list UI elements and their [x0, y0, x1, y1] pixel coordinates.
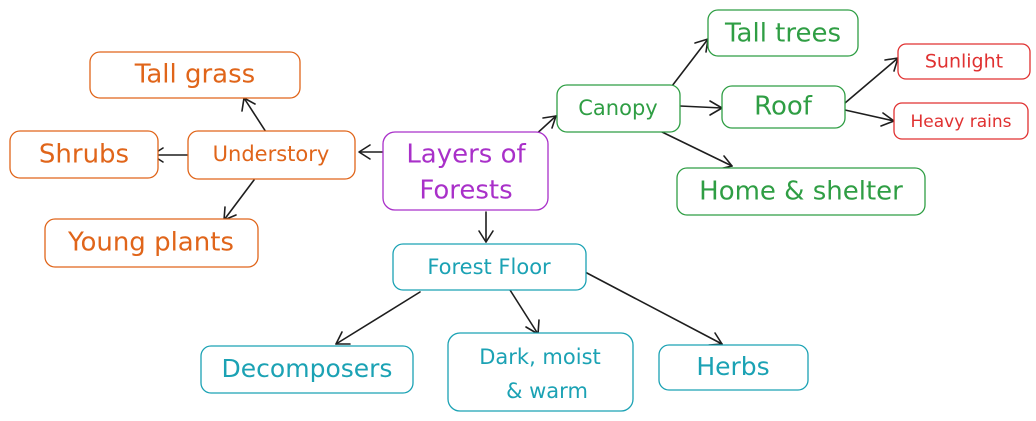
node-shrubs[interactable]: Shrubs — [9, 130, 159, 179]
node-dark-moist-warm[interactable]: Dark, moist & warm — [447, 332, 634, 412]
sunlight-label: Sunlight — [925, 51, 1003, 73]
arrowhead-canopy — [542, 115, 557, 129]
arrow-roof-to-heavy-rains — [844, 109, 895, 122]
node-canopy[interactable]: Canopy — [556, 84, 681, 133]
arrowhead-decomposers — [335, 331, 351, 345]
arrow-canopy-to-home-shelter — [661, 131, 733, 167]
node-understory[interactable]: Understory — [187, 130, 356, 180]
node-forest-floor[interactable]: Forest Floor — [392, 243, 587, 291]
arrowhead-forest-floor — [478, 230, 494, 243]
arrow-understory-to-tall-grass — [243, 97, 267, 133]
tall-grass-label: Tall grass — [134, 60, 255, 90]
heavy-rains-label: Heavy rains — [911, 112, 1012, 132]
arrowhead-understory — [358, 144, 371, 160]
node-tall-trees[interactable]: Tall trees — [707, 9, 859, 57]
forest-floor-label: Forest Floor — [427, 255, 551, 279]
root-title-line-1: Layers of — [406, 140, 526, 170]
node-heavy-rains[interactable]: Heavy rains — [893, 102, 1029, 140]
dark-moist-line-1: Dark, moist — [479, 345, 601, 369]
root-title-line-2: Forests — [419, 176, 512, 206]
arrow-canopy-to-tall-trees — [671, 38, 709, 87]
arrow-canopy-to-roof — [679, 105, 723, 109]
herbs-label: Herbs — [696, 352, 769, 381]
home-shelter-label: Home & shelter — [699, 177, 903, 207]
arrow-floor-to-decomposers — [335, 291, 421, 345]
young-plants-label: Young plants — [67, 228, 234, 258]
node-decomposers[interactable]: Decomposers — [200, 345, 414, 394]
arrow-understory-to-young-plants — [223, 179, 255, 221]
node-sunlight[interactable]: Sunlight — [897, 43, 1031, 80]
arrow-floor-to-dark-moist — [509, 289, 539, 335]
canopy-label: Canopy — [578, 96, 657, 120]
tall-trees-label: Tall trees — [724, 19, 841, 49]
roof-label: Roof — [754, 92, 813, 122]
node-young-plants[interactable]: Young plants — [44, 218, 259, 268]
arrows — [151, 38, 899, 346]
node-tall-grass[interactable]: Tall grass — [89, 51, 301, 99]
arrow-floor-to-herbs — [584, 271, 723, 345]
understory-label: Understory — [213, 142, 330, 166]
node-herbs[interactable]: Herbs — [658, 344, 809, 391]
arrow-roof-to-sunlight — [844, 57, 899, 104]
node-roof[interactable]: Roof — [721, 85, 846, 129]
node-layers-of-forests[interactable]: Layers of Forests — [382, 131, 549, 211]
decomposers-label: Decomposers — [222, 354, 393, 383]
node-home-shelter[interactable]: Home & shelter — [676, 167, 926, 216]
shrubs-label: Shrubs — [39, 140, 129, 170]
dark-moist-line-2: & warm — [506, 379, 588, 403]
